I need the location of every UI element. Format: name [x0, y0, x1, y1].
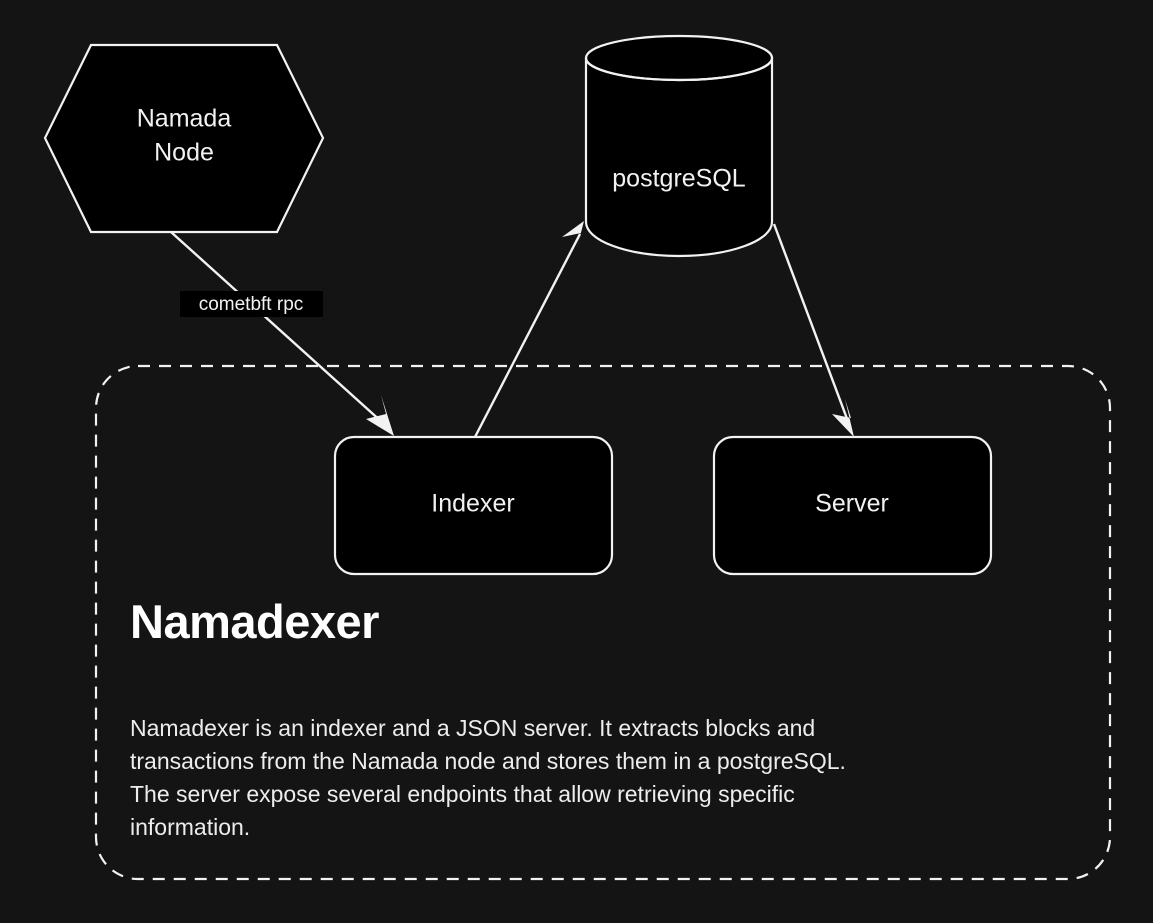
edge-node-to-indexer-label: cometbft rpc	[199, 294, 304, 315]
cylinder-body	[584, 56, 774, 258]
edge-label-background	[180, 291, 323, 317]
node-namada-node[interactable]: Namada Node	[43, 43, 325, 234]
edge-postgres-to-server	[772, 223, 854, 437]
edge-node-to-indexer-line	[170, 231, 384, 424]
edge-indexer-to-postgres	[473, 221, 584, 438]
node-server-label: Server	[815, 490, 889, 518]
edge-node-to-indexer: cometbft rpc	[170, 231, 394, 436]
indexer-shape	[333, 435, 614, 576]
node-namada-node-label-line1: Namada	[137, 105, 232, 133]
namadexer-cluster-border	[94, 364, 1112, 881]
edge-indexer-to-postgres-line	[473, 233, 582, 438]
node-namada-node-label-line2: Node	[154, 139, 214, 167]
namadexer-cluster-title: Namadexer	[130, 595, 379, 648]
node-server[interactable]: Server	[712, 435, 993, 576]
edge-node-to-indexer-arrowhead	[366, 395, 394, 436]
node-indexer[interactable]: Indexer	[333, 435, 614, 576]
edge-indexer-to-postgres-arrowhead	[562, 221, 584, 252]
node-indexer-label: Indexer	[431, 490, 514, 518]
node-postgresql[interactable]: postgreSQL	[584, 34, 774, 258]
namadexer-cluster-description: Namadexer is an indexer and a JSON serve…	[130, 715, 846, 840]
cylinder-top-front-arc	[584, 57, 774, 82]
edge-postgres-to-server-line	[772, 223, 851, 425]
server-shape	[712, 435, 993, 576]
hexagon-shape	[43, 43, 325, 234]
edge-postgres-to-server-arrowhead	[832, 399, 854, 437]
node-postgresql-label: postgreSQL	[612, 165, 746, 193]
